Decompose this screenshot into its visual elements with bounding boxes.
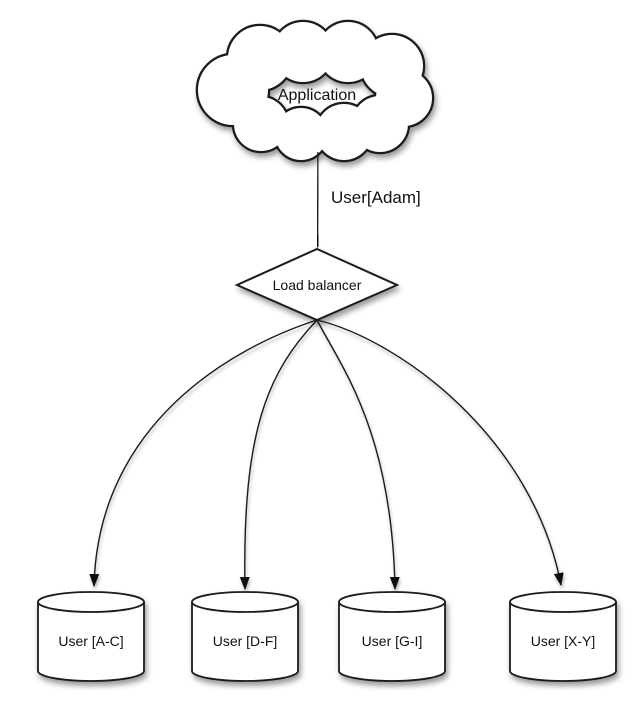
app-to-loadbalancer-edge: [312, 151, 323, 248]
cloud-shape-icon: [195, 19, 435, 163]
shard-label: User [D-F]: [213, 633, 278, 649]
loadbalancer-to-shard-edges: [89, 319, 564, 590]
connector-edge-shard-4: [316, 319, 564, 586]
database-cylinder-icon: [191, 591, 299, 682]
shard-node-a-c: User [A-C]: [37, 591, 145, 682]
application-node: Application: [195, 19, 435, 163]
database-cylinder-icon: [338, 591, 446, 682]
connector-edge-shard-1: [89, 319, 318, 587]
database-cylinder-icon: [37, 591, 145, 682]
edge-line-app-to-lb: [312, 151, 323, 248]
edge-label-user-adam: User[Adam]: [331, 188, 421, 207]
shard-node-d-f: User [D-F]: [191, 591, 299, 682]
shard-label: User [X-Y]: [531, 633, 596, 649]
database-cylinder-icon: [509, 591, 617, 682]
connector-edge-shard-2: [239, 319, 318, 590]
application-label: Application: [278, 87, 356, 104]
shard-label: User [A-C]: [58, 633, 123, 649]
load-balancer-label: Load balancer: [273, 277, 362, 293]
shard-node-x-y: User [X-Y]: [509, 591, 617, 682]
shard-label: User [G-I]: [362, 633, 423, 649]
shard-node-g-i: User [G-I]: [338, 591, 446, 682]
load-balancer-node: Load balancer: [234, 247, 400, 322]
connector-edge-shard-3: [316, 319, 400, 590]
